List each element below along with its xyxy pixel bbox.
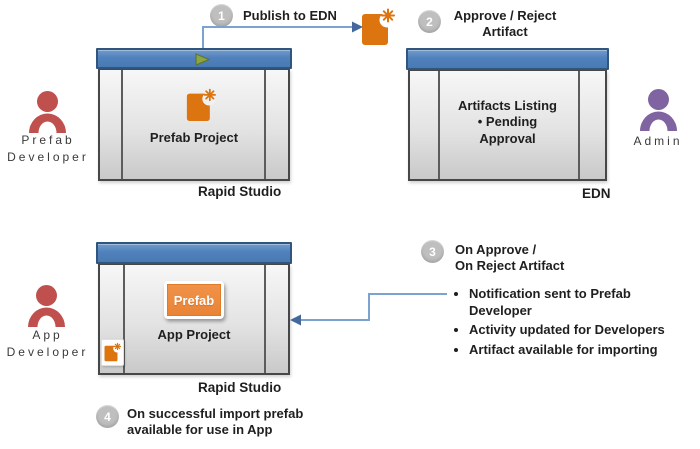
note-item: Activity updated for Developers	[469, 322, 684, 339]
rapid-studio-window-1: Prefab Project	[96, 48, 292, 181]
step-1-badge: 1	[210, 4, 233, 27]
note-item: Notification sent to Prefab Developer	[469, 286, 669, 319]
step-4-badge: 4	[96, 405, 119, 428]
prefab-developer-label-line2: Developer	[7, 150, 89, 165]
imported-prefab-icon	[104, 342, 121, 362]
approve-arrow-head	[290, 314, 301, 326]
step-2-number: 2	[426, 14, 433, 29]
step-4-label-line2: available for use in App	[127, 421, 273, 437]
rapid-studio-caption-1: Rapid Studio	[198, 184, 282, 199]
app-developer-label-line1: App	[32, 328, 63, 342]
prefab-developer-label: Prefab Developer	[0, 132, 96, 167]
published-artifact-icon	[362, 8, 395, 45]
prefab-developer-label-line1: Prefab	[21, 133, 75, 147]
pending-line: • Pending	[477, 114, 538, 130]
step-2-badge: 2	[418, 10, 441, 33]
step-2-label-line2: Artifact	[482, 23, 528, 39]
step-2-label: Approve / Reject Artifact	[443, 8, 567, 40]
step-3-badge: 3	[421, 240, 444, 263]
approval-line: Approval	[479, 130, 536, 146]
run-play-icon	[195, 53, 210, 66]
panel-divider-right	[264, 265, 266, 373]
note-item: Artifact available for importing	[469, 342, 684, 359]
artifacts-listing-line: Artifacts Listing	[458, 98, 557, 113]
step-3-label: On Approve / On Reject Artifact	[455, 242, 564, 274]
panel-divider-right	[578, 71, 580, 179]
prefab-badge: Prefab	[164, 281, 224, 319]
panel-divider-right	[264, 70, 266, 179]
panel-divider-left	[121, 70, 123, 179]
step-1-label: Publish to EDN	[243, 8, 337, 23]
imported-prefab-tile	[101, 339, 124, 366]
window-body: Prefab Project	[98, 69, 290, 181]
rapid-studio-caption-2: Rapid Studio	[198, 380, 282, 395]
prefab-artifact-icon	[186, 88, 216, 121]
admin-label: Admin	[612, 133, 700, 150]
panel-divider-left	[438, 71, 440, 179]
step-3-number: 3	[429, 244, 436, 259]
window-content-label: App Project	[157, 327, 231, 342]
window-content-label: Artifacts Listing • Pending Approval	[442, 98, 573, 147]
window-titlebar	[96, 48, 292, 69]
app-developer-label-line2: Developer	[6, 345, 89, 360]
step-4-label-line1: On successful import prefab	[127, 406, 304, 421]
step-3-label-line1: On Approve /	[455, 242, 537, 257]
window-body: Artifacts Listing • Pending Approval	[408, 70, 607, 181]
approve-arrow-line	[301, 293, 447, 321]
window-content-label: Prefab Project	[149, 130, 239, 145]
approval-notes: Notification sent to Prefab Developer Ac…	[452, 286, 684, 362]
app-developer-label: App Developer	[0, 327, 95, 362]
window-titlebar	[96, 242, 292, 264]
admin-icon	[640, 89, 677, 131]
window-titlebar	[406, 48, 609, 70]
window-body: Prefab App Project	[98, 264, 290, 375]
app-developer-icon	[28, 285, 65, 327]
step-4-label: On successful import prefab available fo…	[127, 406, 303, 438]
step-3-label-line2: On Reject Artifact	[455, 257, 565, 273]
prefab-badge-label: Prefab	[167, 284, 221, 316]
step-4-number: 4	[104, 409, 111, 424]
step-2-label-line1: Approve / Reject	[453, 8, 557, 23]
panel-divider-left	[123, 265, 125, 373]
step-1-number: 1	[218, 8, 225, 23]
edn-window: Artifacts Listing • Pending Approval	[406, 48, 609, 181]
rapid-studio-window-2: Prefab App Project	[96, 242, 292, 375]
admin-label-line1: Admin	[633, 134, 683, 148]
prefab-developer-icon	[29, 91, 66, 133]
edn-caption: EDN	[582, 186, 611, 201]
publish-arrow-line	[202, 26, 352, 48]
